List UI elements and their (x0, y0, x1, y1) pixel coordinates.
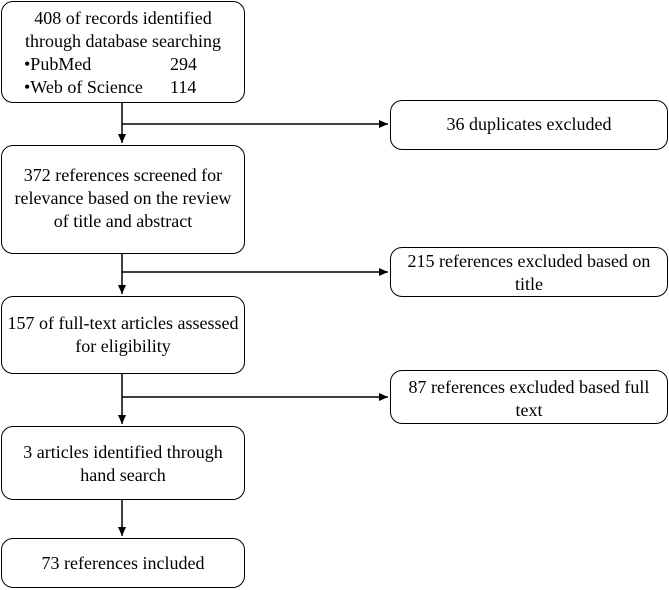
excluded-fulltext-line-2: text (515, 400, 543, 420)
references-screened-box: 372 references screened for relevance ba… (1, 145, 245, 254)
records-identified-line-1: 408 of records identified (34, 8, 212, 28)
references-screened-line-2: relevance based on the review (14, 188, 232, 208)
hand-search-box: 3 articles identified through hand searc… (1, 426, 245, 500)
excluded-title-box: 215 references excluded based on title (390, 247, 668, 297)
hand-search-line-1: 3 articles identified through (23, 442, 223, 462)
records-identified-box: 408 of records identified through databa… (1, 1, 245, 103)
source-pubmed-count: 294 (170, 54, 197, 74)
references-included-text: 73 references included (41, 553, 205, 573)
source-pubmed-name: •PubMed (24, 54, 92, 74)
references-screened-line-1: 372 references screened for (23, 165, 223, 185)
excluded-fulltext-box: 87 references excluded based full text (390, 370, 668, 424)
references-screened-line-3: of title and abstract (53, 211, 193, 231)
hand-search-line-2: hand search (80, 465, 166, 485)
references-included-box: 73 references included (1, 538, 245, 588)
excluded-fulltext-line-1: 87 references excluded based full (408, 377, 650, 397)
source-pubmed: •PubMed 294 (2, 53, 244, 76)
fulltext-assessed-line-2: for eligibility (75, 336, 171, 356)
excluded-title-line-1: 215 references excluded based on (407, 251, 651, 271)
source-wos-count: 114 (170, 77, 197, 97)
excluded-title-line-2: title (515, 274, 543, 294)
source-wos-name: •Web of Science (24, 77, 143, 97)
source-web-of-science: •Web of Science 114 (2, 76, 244, 99)
duplicates-excluded-box: 36 duplicates excluded (390, 100, 668, 150)
records-identified-line-2: through database searching (25, 31, 221, 51)
fulltext-assessed-box: 157 of full-text articles assessed for e… (1, 296, 245, 374)
duplicates-excluded-text: 36 duplicates excluded (446, 114, 612, 134)
fulltext-assessed-line-1: 157 of full-text articles assessed (7, 313, 239, 333)
